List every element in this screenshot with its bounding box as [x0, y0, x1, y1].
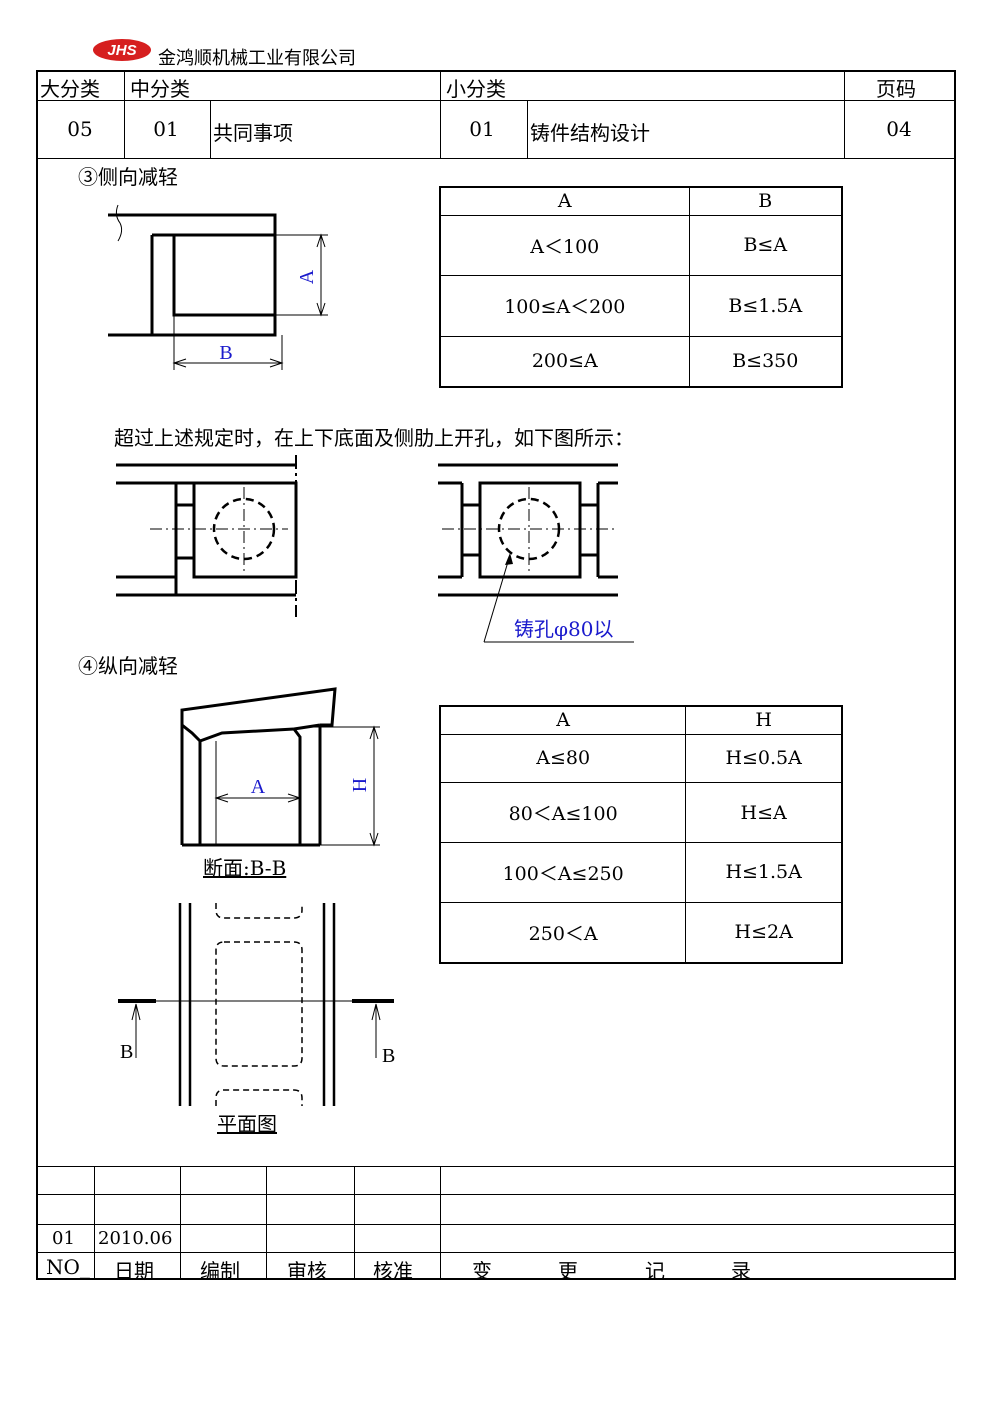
revision-row-no: 01: [52, 1228, 75, 1249]
footer-record-2: 更: [558, 1259, 578, 1283]
revision-row-date: 2010.06: [98, 1228, 173, 1249]
footer-review: 审核: [287, 1259, 327, 1283]
lateral-lightening-drawing: A B: [108, 204, 328, 370]
table-header: A: [439, 186, 690, 216]
table-cell: B≤350: [688, 335, 843, 388]
dim-a-label: A: [296, 269, 318, 284]
dim-a-label: A: [251, 776, 266, 798]
bottom-hole-drawing: [116, 455, 298, 617]
value-minor-code: 01: [469, 117, 495, 141]
section-4-title: ④纵向减轻: [78, 654, 178, 678]
table-cell: A＜100: [439, 214, 690, 277]
cut-b-right-label: B: [382, 1045, 395, 1067]
dim-b-label: B: [219, 342, 232, 364]
table-cell: 100≤A＜200: [439, 275, 690, 337]
label-major-category: 大分类: [40, 77, 100, 101]
company-name: 金鸿顺机械工业有限公司: [158, 48, 356, 69]
table-cell: H≤2A: [685, 901, 843, 964]
table-cell: A≤80: [439, 733, 687, 784]
section-bb-caption: 断面:B-B: [203, 856, 287, 880]
table-header: H: [685, 705, 843, 735]
value-major-category: 05: [67, 117, 93, 141]
section-3-note: 超过上述规定时，在上下底面及侧肋上开孔，如下图所示：: [114, 426, 634, 450]
table-cell: B≤1.5A: [688, 275, 843, 337]
document-frame: [36, 70, 956, 1280]
plan-view-drawing: B B: [118, 903, 395, 1106]
footer-record-3: 记: [645, 1259, 665, 1283]
footer-approve: 核准: [373, 1259, 413, 1283]
footer-date: 日期: [114, 1259, 154, 1283]
value-middle-code: 01: [153, 117, 179, 141]
section-3-title: ③侧向减轻: [78, 165, 178, 189]
table-cell: B≤A: [688, 214, 843, 277]
table-cell: 80＜A≤100: [439, 782, 687, 844]
table-cell: H≤A: [685, 782, 843, 844]
value-minor-name: 铸件结构设计: [530, 121, 650, 145]
value-page: 04: [886, 117, 912, 141]
longitudinal-section-drawing: A H: [180, 687, 380, 847]
label-page: 页码: [876, 77, 916, 101]
footer-edit: 编制: [200, 1259, 240, 1283]
value-middle-name: 共同事项: [213, 121, 293, 145]
table-cell: 100＜A≤250: [439, 842, 687, 903]
table-cell: 200≤A: [439, 335, 690, 388]
plan-view-caption: 平面图: [217, 1112, 277, 1136]
svg-text:JHS: JHS: [107, 42, 136, 59]
table-header: B: [688, 186, 843, 216]
cut-b-left-label: B: [120, 1041, 133, 1063]
jhs-logo: JHS: [93, 39, 151, 61]
table-cell: H≤0.5A: [685, 733, 843, 784]
footer-no: NO_: [46, 1255, 90, 1279]
table-header: A: [439, 705, 687, 735]
table-cell: H≤1.5A: [685, 842, 843, 903]
label-minor-category: 小分类: [446, 77, 506, 101]
side-rib-hole-drawing: [438, 463, 634, 643]
label-middle-category: 中分类: [130, 77, 190, 101]
dim-h-label: H: [349, 778, 371, 792]
footer-record-1: 变: [472, 1259, 492, 1283]
table-cell: 250＜A: [439, 901, 687, 964]
footer-record-4: 录: [731, 1259, 751, 1283]
cast-hole-label: 铸孔φ80以: [514, 617, 614, 641]
